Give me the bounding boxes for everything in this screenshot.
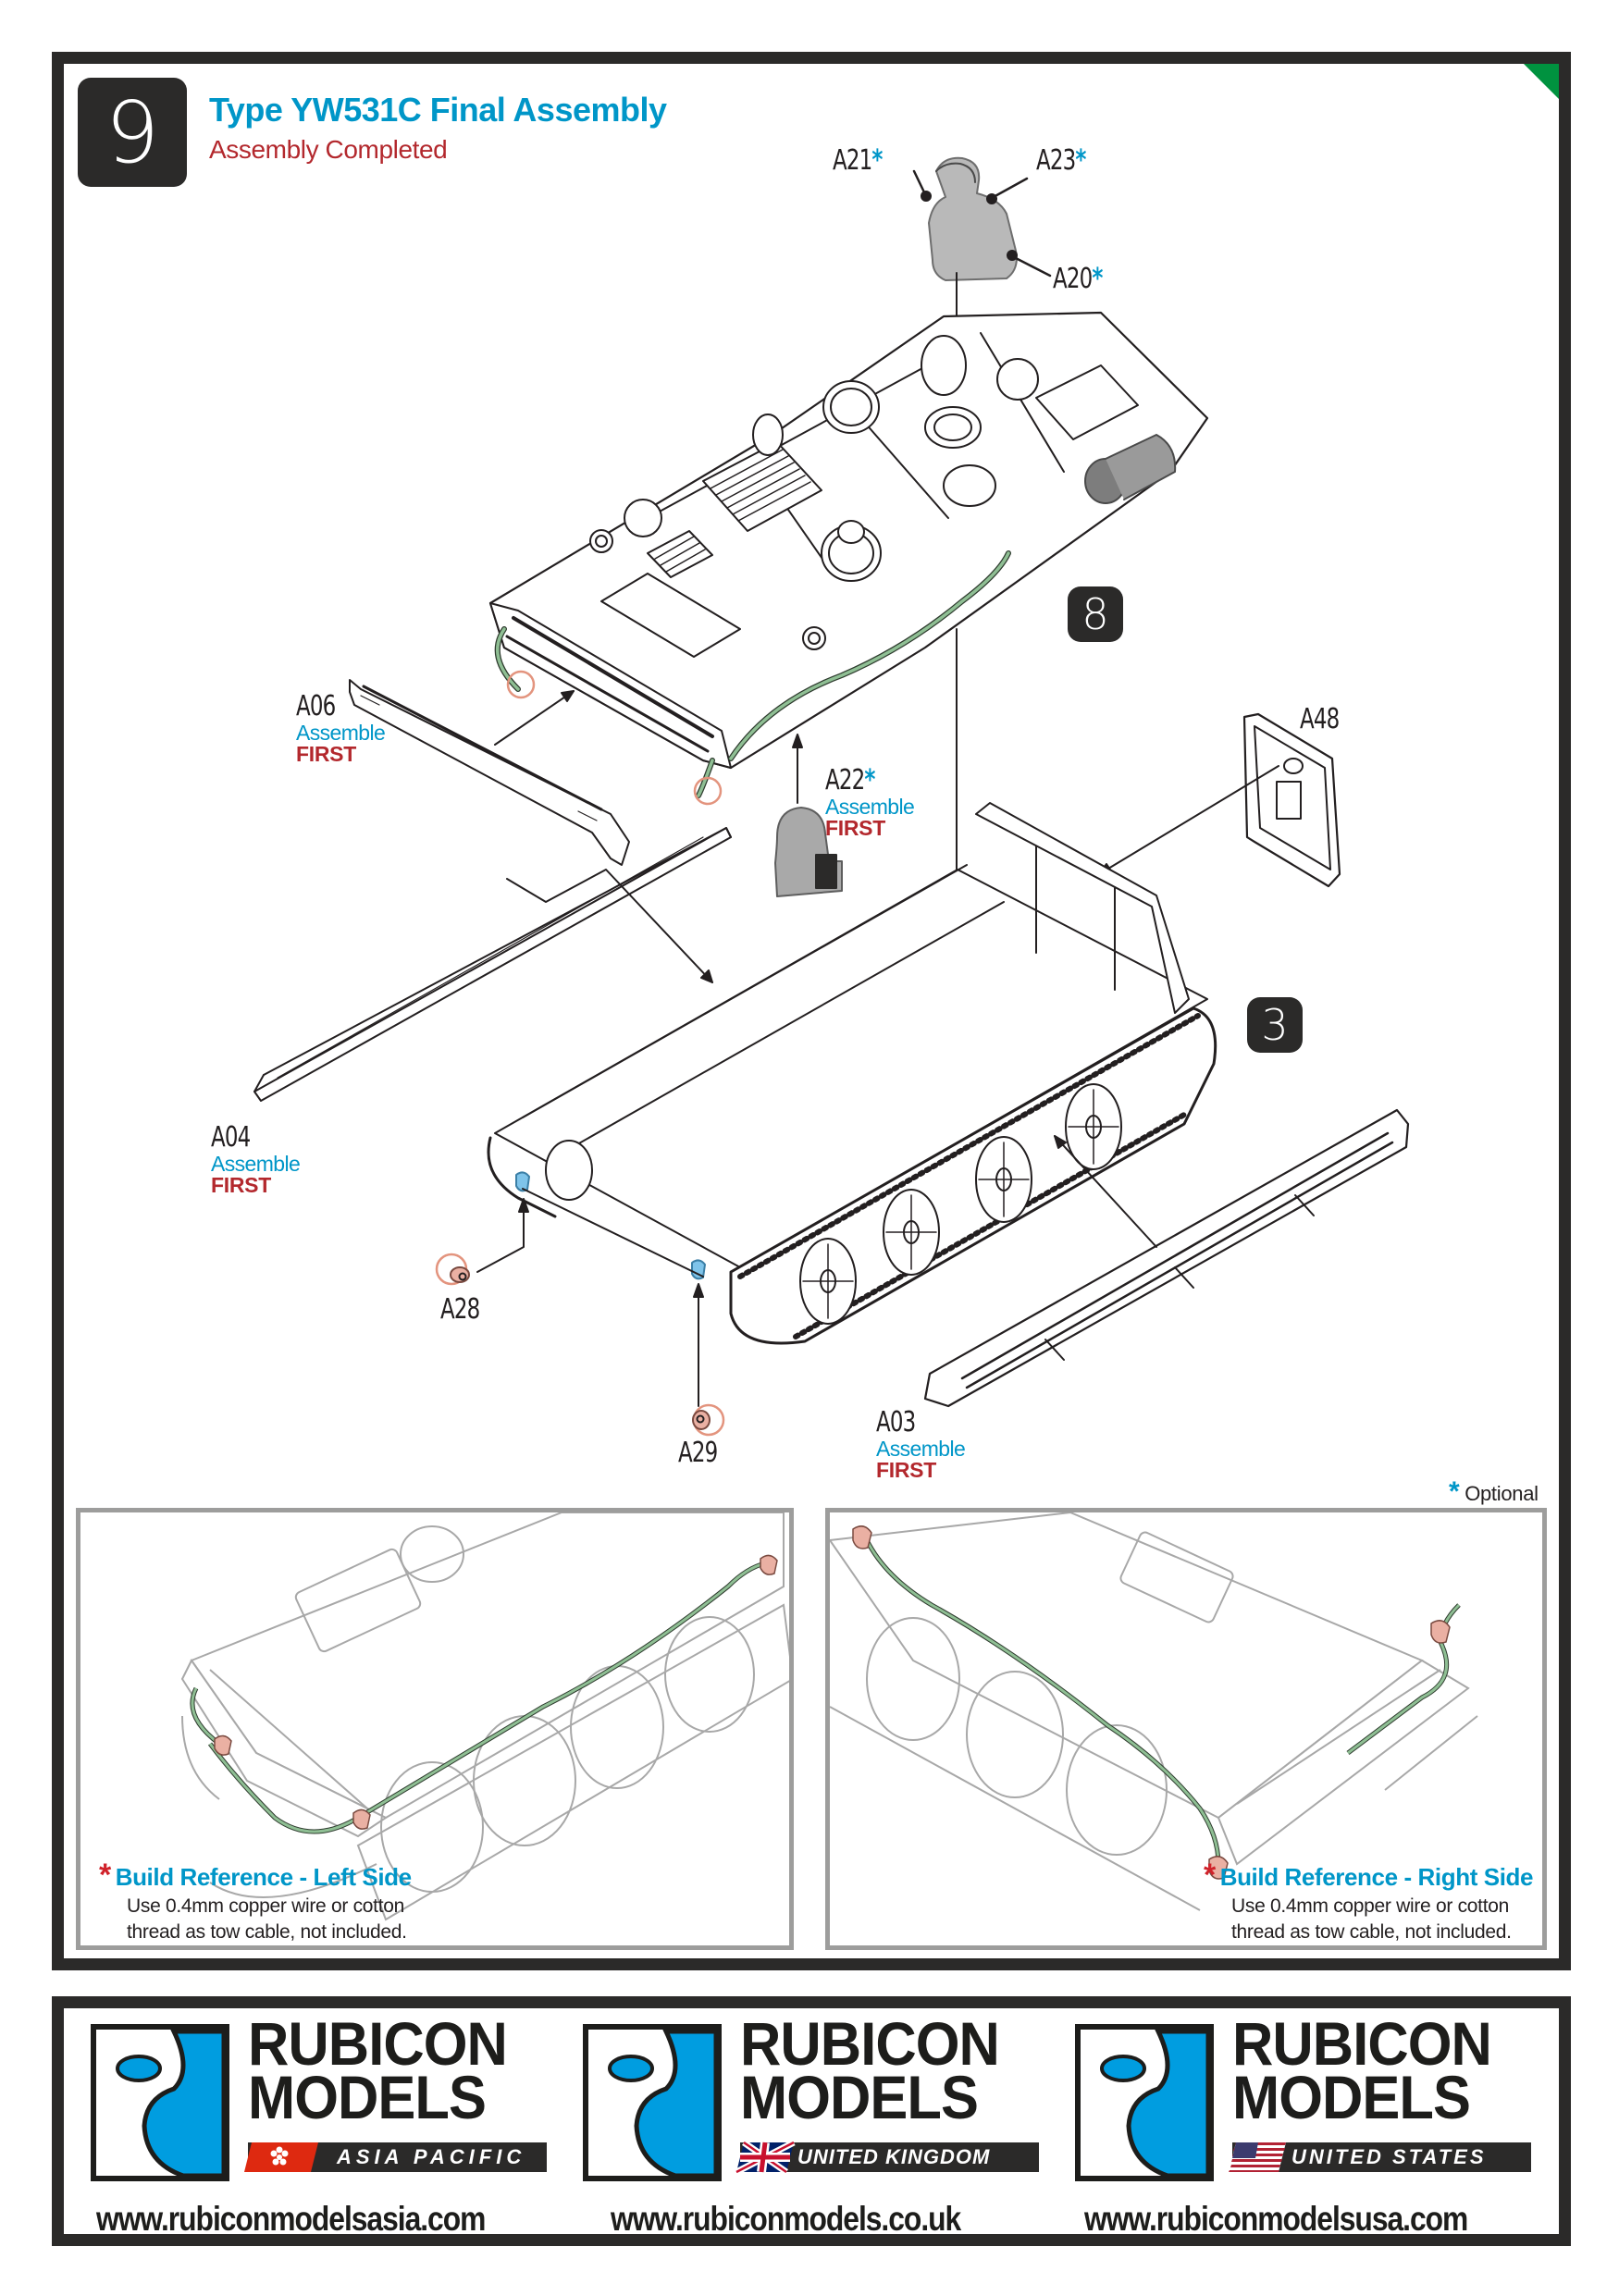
rubicon-logo-icon — [1075, 2024, 1214, 2181]
brand-wordmark: RUBICON MODELS — [248, 2009, 508, 2131]
upper-hull-assembly — [488, 311, 1209, 806]
first-note: FIRST — [211, 1173, 271, 1197]
brand-region-label: UNITED STATES — [1291, 2145, 1487, 2168]
hong-kong-flag-icon — [244, 2142, 318, 2172]
url-usa[interactable]: www.rubiconmodelsusa.com — [1084, 2200, 1468, 2238]
part-label-a04: A04 Assemble FIRST — [211, 1121, 301, 1197]
part-label-a21: A21* — [833, 144, 883, 177]
lower-hull-assembly — [487, 802, 1217, 1345]
brand-region-bar: UNITED KINGDOM — [740, 2142, 1039, 2172]
part-label-a03: A03 Assemble FIRST — [876, 1406, 966, 1482]
url-uk[interactable]: www.rubiconmodels.co.uk — [611, 2200, 961, 2238]
part-id: A06 — [296, 690, 336, 722]
part-a03-skirt — [923, 1108, 1410, 1408]
part-id: A03 — [876, 1406, 916, 1438]
uk-flag-icon — [735, 2139, 796, 2176]
part-label-a23: A23* — [1036, 144, 1086, 177]
rubicon-logo-icon — [583, 2024, 722, 2181]
optional-star: * — [864, 764, 875, 796]
brand-block-united-states: RUBICON MODELS UNITED STATES — [1075, 2013, 1556, 2200]
instruction-frame — [52, 52, 1571, 1970]
stowage-roll — [1084, 434, 1177, 504]
part-label-a20: A20* — [1053, 263, 1103, 295]
brand-line1: RUBICON — [740, 2009, 1000, 2078]
reference-illustration-right — [830, 1512, 1478, 1911]
assemble-note: Assemble — [876, 1437, 966, 1461]
part-a06-plate — [349, 679, 630, 866]
build-reference-title: Build Reference - Right Side — [1219, 1863, 1534, 1891]
build-reference-text-line1: Use 0.4mm copper wire or cotton — [127, 1895, 404, 1917]
brand-block-asia-pacific: RUBICON MODELS ASIA PACIFIC — [91, 2013, 572, 2200]
build-reference-right-caption: * Build Reference - Right Side Use 0.4mm… — [1204, 1858, 1533, 1945]
brand-line1: RUBICON — [1232, 2009, 1492, 2078]
brand-wordmark: RUBICON MODELS — [1232, 2009, 1492, 2131]
assemble-note: Assemble — [296, 721, 386, 745]
build-reference-text-line2: thread as tow cable, not included. — [1231, 1921, 1512, 1943]
build-reference-text-line1: Use 0.4mm copper wire or cotton — [1231, 1895, 1509, 1917]
substep-badge-3: 3 — [1247, 997, 1303, 1053]
brand-wordmark: RUBICON MODELS — [740, 2009, 1000, 2131]
part-label-a29: A29 — [678, 1437, 718, 1469]
reference-illustration-left — [180, 1512, 789, 1921]
note-star-icon: * — [99, 1858, 112, 1893]
build-reference-right-panel: * Build Reference - Right Side Use 0.4mm… — [825, 1508, 1547, 1950]
assembly-diagram — [253, 156, 1410, 1437]
build-reference-text-line2: thread as tow cable, not included. — [127, 1921, 407, 1943]
first-note: FIRST — [876, 1458, 936, 1482]
step-subtitle: Assembly Completed — [209, 135, 448, 164]
assemble-note: Assemble — [825, 795, 915, 819]
rubicon-logo-icon — [91, 2024, 229, 2181]
build-reference-left-panel: * Build Reference - Left Side Use 0.4mm … — [76, 1508, 794, 1950]
step-title: Type YW531C Final Assembly — [209, 91, 667, 129]
brand-line1: RUBICON — [248, 2009, 508, 2078]
part-a28-hook — [435, 1253, 470, 1286]
part-a48-door — [1242, 712, 1341, 888]
part-a04-skirt — [253, 827, 732, 1102]
assemble-note: Assemble — [211, 1152, 301, 1176]
brand-line2: MODELS — [1232, 2063, 1471, 2131]
part-id: A22 — [825, 764, 865, 796]
url-asia[interactable]: www.rubiconmodelsasia.com — [96, 2200, 486, 2238]
optional-label: Optional — [1465, 1482, 1539, 1505]
optional-star-icon: * — [1449, 1476, 1460, 1507]
brand-line2: MODELS — [740, 2063, 979, 2131]
crew-figure-a22 — [774, 807, 843, 897]
first-note: FIRST — [825, 816, 885, 840]
brand-region-label: UNITED KINGDOM — [797, 2145, 991, 2168]
part-id: A04 — [211, 1121, 251, 1154]
us-flag-icon — [1229, 2142, 1286, 2172]
part-a29-hook — [692, 1403, 725, 1437]
part-label-a28: A28 — [440, 1293, 480, 1326]
part-label-a48: A48 — [1300, 703, 1340, 735]
build-reference-title: Build Reference - Left Side — [115, 1863, 412, 1891]
footer-frame — [52, 1996, 1571, 2246]
part-label-a22: A22* Assemble FIRST — [825, 764, 915, 840]
substep-badge-8: 8 — [1068, 586, 1123, 642]
optional-legend: * Optional — [1449, 1476, 1539, 1508]
corner-marker — [1524, 64, 1559, 99]
brand-line2: MODELS — [248, 2063, 487, 2131]
build-reference-left-caption: * Build Reference - Left Side Use 0.4mm … — [99, 1858, 412, 1945]
first-note: FIRST — [296, 742, 356, 766]
brand-region-label: ASIA PACIFIC — [337, 2145, 526, 2168]
crew-figure-bust — [928, 156, 1018, 281]
part-label-a06: A06 Assemble FIRST — [296, 690, 386, 766]
step-number-badge: 9 — [78, 78, 187, 187]
brand-block-united-kingdom: RUBICON MODELS UNITED KINGDOM — [583, 2013, 1064, 2200]
note-star-icon: * — [1204, 1858, 1217, 1893]
